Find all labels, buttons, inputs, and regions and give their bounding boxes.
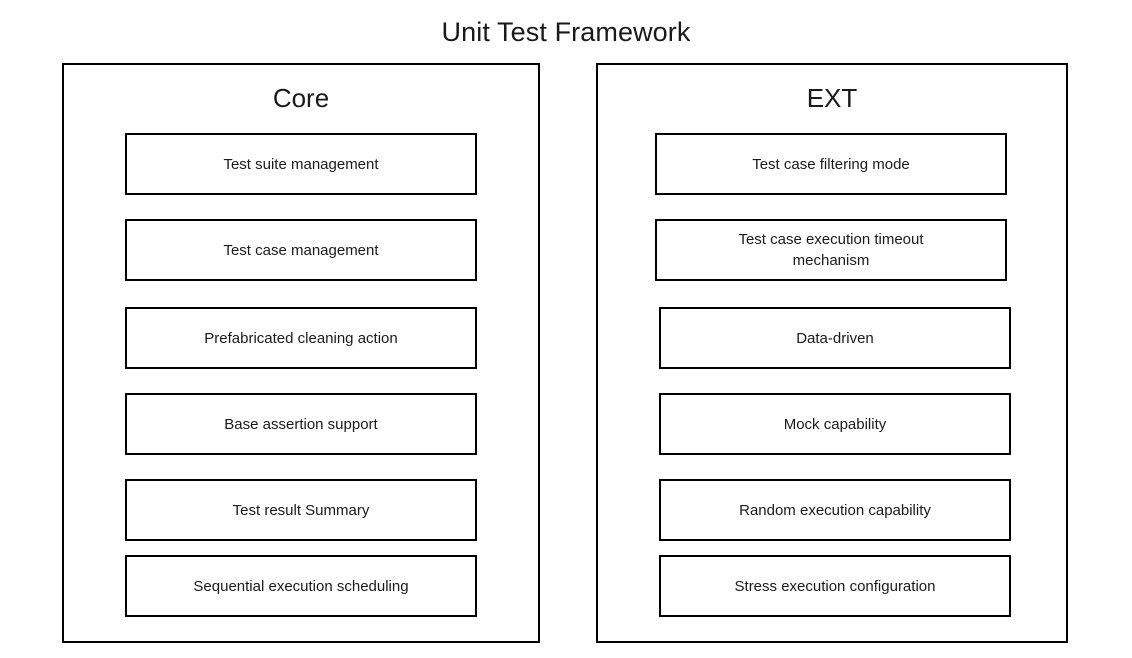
feature-box-prefabricated-cleaning-action[interactable]: Prefabricated cleaning action	[125, 307, 477, 369]
feature-box-test-case-filtering-mode[interactable]: Test case filtering mode	[655, 133, 1007, 195]
feature-label: Test case management	[223, 241, 379, 259]
feature-box-base-assertion-support[interactable]: Base assertion support	[125, 393, 477, 455]
panel-core-title: Core	[272, 83, 330, 113]
feature-label: Stress execution configuration	[734, 577, 936, 595]
page-title: Unit Test Framework	[441, 17, 691, 47]
feature-box-test-case-execution-timeout-mechanism[interactable]: Test case execution timeout mechanism	[655, 219, 1007, 281]
feature-label: Data-driven	[796, 329, 874, 347]
feature-box-mock-capability[interactable]: Mock capability	[659, 393, 1011, 455]
feature-label: Mock capability	[783, 415, 887, 433]
panel-core: Core Test suite management Test case man…	[62, 63, 540, 643]
feature-label: Prefabricated cleaning action	[204, 329, 398, 347]
feature-label: Test case execution timeout mechanism	[738, 231, 924, 269]
feature-box-test-suite-management[interactable]: Test suite management	[125, 133, 477, 195]
feature-box-test-result-summary[interactable]: Test result Summary	[125, 479, 477, 541]
feature-box-random-execution-capability[interactable]: Random execution capability	[659, 479, 1011, 541]
feature-box-data-driven[interactable]: Data-driven	[659, 307, 1011, 369]
feature-label: Random execution capability	[739, 501, 931, 519]
feature-box-test-case-management[interactable]: Test case management	[125, 219, 477, 281]
feature-box-stress-execution-configuration[interactable]: Stress execution configuration	[659, 555, 1011, 617]
feature-label: Test suite management	[223, 155, 379, 173]
feature-box-sequential-execution-scheduling[interactable]: Sequential execution scheduling	[125, 555, 477, 617]
panel-ext: EXT Test case filtering mode Test case e…	[596, 63, 1068, 643]
feature-label: Base assertion support	[224, 415, 378, 433]
feature-label: Test case filtering mode	[752, 155, 910, 173]
feature-label: Sequential execution scheduling	[193, 577, 409, 595]
panel-ext-title: EXT	[806, 83, 858, 113]
feature-label: Test result Summary	[232, 501, 370, 519]
